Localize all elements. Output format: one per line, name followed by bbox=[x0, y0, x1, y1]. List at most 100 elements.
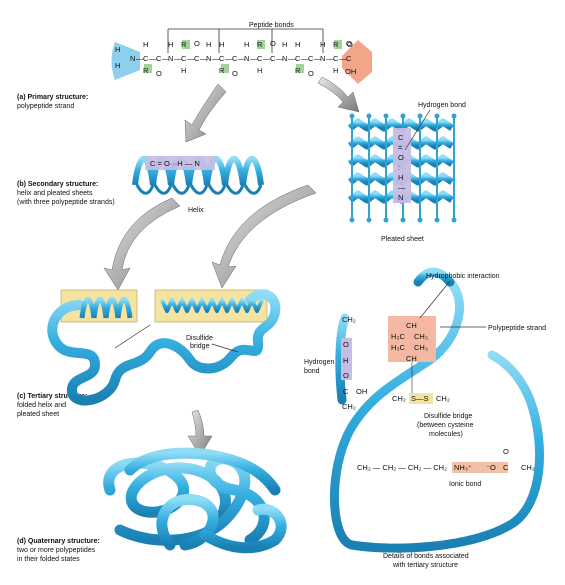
hydrophobic-h3c-1: H₃C bbox=[391, 332, 405, 341]
sheet-bond-char: : bbox=[398, 163, 400, 172]
quaternary-title: (d) Quaternary structure: bbox=[17, 538, 100, 545]
atom-h: H bbox=[257, 66, 262, 75]
arrow-sheet-to-tertiary bbox=[211, 184, 317, 289]
secondary-subtitle-1: helix and pleated sheets bbox=[17, 190, 93, 197]
bond: — bbox=[339, 54, 347, 63]
atom-h: H bbox=[181, 66, 186, 75]
sheet-bead bbox=[400, 113, 406, 119]
atom-r: R bbox=[333, 40, 339, 49]
alpha-helix: C = O···H — N Helix bbox=[132, 156, 264, 214]
sheet-bead bbox=[434, 113, 440, 119]
atom-r: R bbox=[143, 66, 149, 75]
atom-o: O bbox=[308, 69, 314, 78]
helix-label: Helix bbox=[188, 207, 204, 214]
sheet-bond-char: — bbox=[398, 183, 406, 192]
ionic-chain: CH₂ — CH₂ — CH₂ — CH₂ bbox=[357, 463, 447, 472]
hydrogen-bond-label-top: Hydrogen bond bbox=[418, 102, 466, 109]
quaternary-subtitle-1: two or more polypeptides bbox=[17, 547, 96, 554]
bond: — bbox=[314, 54, 322, 63]
sheet-bead bbox=[366, 217, 372, 223]
sheet-bond-char: C bbox=[398, 133, 404, 142]
disulfide-short-2: bridge bbox=[190, 343, 210, 350]
atom-c: C bbox=[295, 54, 301, 63]
bond: — bbox=[200, 54, 208, 63]
atom-c: C bbox=[270, 54, 276, 63]
atom-n: N bbox=[168, 54, 173, 63]
quaternary-subtitle-2: in their folded states bbox=[17, 556, 80, 563]
atom-c: C bbox=[143, 54, 149, 63]
atom-o: O bbox=[156, 69, 162, 78]
arrow-to-sheet bbox=[317, 76, 360, 113]
peptide-bonds-label: Peptide bonds bbox=[249, 22, 294, 29]
bond: — bbox=[136, 54, 144, 63]
sheet-bond-box bbox=[393, 128, 411, 203]
helix-back bbox=[153, 184, 173, 195]
carboxyl-group bbox=[342, 40, 372, 84]
arrow-to-quaternary bbox=[187, 409, 213, 457]
atom-o-end: O bbox=[347, 40, 353, 49]
hbond-label-1: Hydrogen bbox=[304, 359, 334, 366]
atom-c: C bbox=[232, 54, 238, 63]
hbond-c: C bbox=[343, 387, 349, 396]
tertiary-structure: Disulfide bridge bbox=[47, 289, 281, 406]
helix-coil bbox=[240, 156, 264, 186]
atom-r: R bbox=[219, 66, 225, 75]
disulfide-long-2: (between cysteine bbox=[417, 422, 474, 429]
atom-c: C bbox=[181, 54, 187, 63]
atom-h: H bbox=[282, 40, 287, 49]
bond: — bbox=[212, 54, 220, 63]
atom-h: H bbox=[295, 40, 300, 49]
helix-back bbox=[189, 184, 209, 195]
sheet-bead bbox=[349, 113, 355, 119]
atom-c: C bbox=[156, 54, 162, 63]
ss-right-ch2: CH₂ bbox=[436, 394, 450, 403]
r-groups bbox=[144, 40, 342, 73]
atom-n: N bbox=[130, 54, 135, 63]
sheet-bead bbox=[383, 113, 389, 119]
disulfide-box bbox=[409, 393, 433, 404]
helix-back bbox=[225, 184, 245, 195]
disulfide-short-1: Disulfide bbox=[186, 335, 213, 342]
hydrophobic-ch-2: CH bbox=[406, 354, 417, 363]
primary-subtitle: polypeptide strand bbox=[17, 103, 74, 110]
atom-n: N bbox=[244, 54, 249, 63]
atom-h: H bbox=[219, 40, 224, 49]
secondary-title: (b) Secondary structure: bbox=[17, 181, 98, 188]
helix-coil bbox=[222, 156, 246, 186]
hydrophobic-ch: CH bbox=[406, 321, 417, 330]
hbond-ch2-bottom: CH₂ bbox=[342, 402, 356, 411]
helix-back bbox=[135, 184, 155, 195]
sheet-bond-char: O bbox=[398, 153, 404, 162]
tertiary-title: (c) Tertiary structure: bbox=[17, 393, 87, 400]
bond: — bbox=[174, 54, 182, 63]
hydrophobic-box bbox=[388, 316, 436, 362]
sheet-bead bbox=[417, 217, 423, 223]
bond: — bbox=[301, 54, 309, 63]
helix-back bbox=[207, 184, 227, 195]
bond: — bbox=[149, 54, 157, 63]
atom-o: O bbox=[194, 39, 200, 48]
sheet-bead bbox=[434, 217, 440, 223]
arrow-to-helix bbox=[184, 83, 227, 143]
amine-group bbox=[111, 42, 140, 80]
tertiary-subtitle-2: pleated sheet bbox=[17, 411, 59, 418]
atom-h: H bbox=[206, 40, 211, 49]
arrow-helix-to-tertiary bbox=[103, 197, 181, 291]
atom-h: H bbox=[333, 66, 338, 75]
tertiary-subtitle-1: folded helix and bbox=[17, 402, 66, 409]
sheet-bead bbox=[383, 217, 389, 223]
atom-h: H bbox=[244, 40, 249, 49]
tertiary-bond-details: CH H₃C CH₃ H₃C CH₃ CH Hydrophobic intera… bbox=[304, 267, 546, 569]
polypeptide-loop-left bbox=[330, 277, 465, 550]
bond: — bbox=[238, 54, 246, 63]
ionic-label: Ionic bond bbox=[449, 481, 481, 488]
hydrophobic-h3c-2: H₃C bbox=[391, 343, 405, 352]
sheet-bead bbox=[417, 113, 423, 119]
bond: — bbox=[250, 54, 258, 63]
sheet-bond-char: N bbox=[398, 193, 403, 202]
sheet-bond-char: = bbox=[398, 143, 403, 152]
primary-title: (a) Primary structure: bbox=[17, 94, 88, 101]
atom-n: N bbox=[206, 54, 211, 63]
helix-bond-text: C = O···H — N bbox=[150, 159, 200, 168]
